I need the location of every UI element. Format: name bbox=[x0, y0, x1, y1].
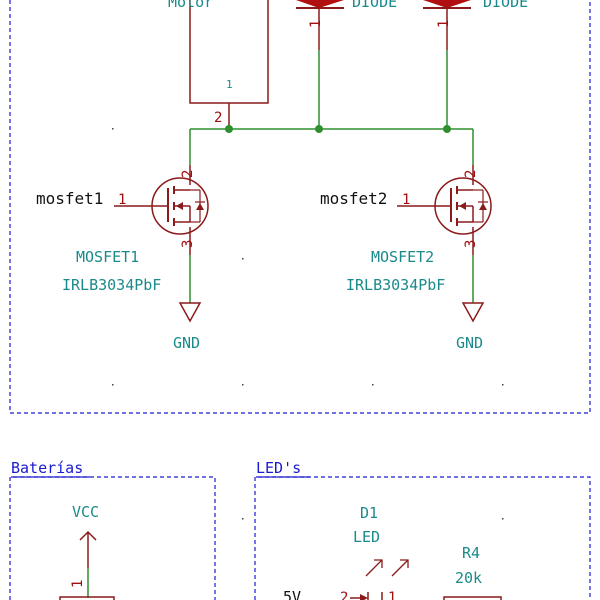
junction-motor bbox=[225, 125, 233, 133]
baterias-frame: Baterías bbox=[9, 459, 216, 600]
mosfet-2-reference: MOSFET2 bbox=[371, 248, 434, 266]
junctions bbox=[225, 125, 451, 133]
grid-dot bbox=[242, 258, 244, 260]
mosfet-1-gnd-label: GND bbox=[173, 334, 200, 352]
grid-dot bbox=[112, 128, 114, 130]
vcc-power-symbol[interactable]: VCC 1 bbox=[59, 503, 115, 600]
mosfet-1-gnd-symbol bbox=[178, 302, 202, 323]
diode-1[interactable]: 1 DIODE bbox=[296, 0, 397, 50]
mosfet-2-arrow bbox=[459, 202, 466, 210]
resistor-r4-reference: R4 bbox=[462, 544, 480, 562]
vcc-label: VCC bbox=[72, 503, 99, 521]
grid-dot bbox=[242, 384, 244, 386]
mosfet-1-value: IRLB3034PbF bbox=[62, 276, 161, 294]
led-d1-pin-1-number: 1 bbox=[388, 590, 396, 600]
junction-diode2 bbox=[443, 125, 451, 133]
grid-dot bbox=[112, 384, 114, 386]
led-d1-value: LED bbox=[353, 528, 380, 546]
mosfet-1-drain-pin-number: 2 bbox=[180, 170, 196, 178]
mosfet-2-value: IRLB3034PbF bbox=[346, 276, 445, 294]
led-d1-ray-2 bbox=[391, 559, 409, 577]
grid-dots bbox=[112, 128, 504, 520]
led-d1-pin-2-number: 2 bbox=[340, 590, 348, 600]
leds-title: LED's bbox=[256, 459, 301, 477]
diode-1-body bbox=[296, 0, 344, 8]
mosfet-1-net-label: mosfet1 bbox=[36, 189, 103, 208]
diode-2-value: DIODE bbox=[483, 0, 528, 11]
mosfet-1-gate-pin-number: 1 bbox=[118, 192, 126, 208]
battery-pin-number: 1 bbox=[70, 580, 86, 588]
baterias-title: Baterías bbox=[11, 459, 83, 477]
mosfet-1-arrow bbox=[176, 202, 183, 210]
resistor-r4-value: 20k bbox=[455, 569, 482, 587]
junction-diode1 bbox=[315, 125, 323, 133]
resistor-r4[interactable]: R4 20k bbox=[443, 544, 502, 600]
mosfet-2-gnd-symbol bbox=[461, 302, 485, 323]
wires bbox=[189, 50, 474, 303]
resistor-r4-body bbox=[443, 596, 502, 600]
motor-pin-2-number: 2 bbox=[214, 110, 222, 126]
motor-pin-1-number: 1 bbox=[226, 78, 233, 91]
mosfet-1-source-pin-number: 3 bbox=[180, 240, 196, 248]
grid-dot bbox=[502, 384, 504, 386]
mosfet-1-reference: MOSFET1 bbox=[76, 248, 139, 266]
mosfet-2-source-pin-number: 3 bbox=[463, 240, 479, 248]
diode-2[interactable]: 1 DIODE bbox=[423, 0, 528, 50]
grid-dot bbox=[502, 518, 504, 520]
mosfet-2-gate-pin-number: 1 bbox=[402, 192, 410, 208]
battery-body bbox=[59, 596, 115, 600]
mosfet-2[interactable]: mosfet2 1 2 3 MOSFET2 IRLB3034PbF GND bbox=[320, 165, 492, 352]
led-d1[interactable]: D1 LED 5V 2 1 bbox=[283, 504, 409, 600]
diode-2-body bbox=[423, 0, 471, 8]
mosfet-2-gnd-label: GND bbox=[456, 334, 483, 352]
mosfet-1-diode-arrow bbox=[196, 203, 204, 210]
diode-1-value: DIODE bbox=[352, 0, 397, 11]
vcc-arrow bbox=[79, 530, 97, 541]
diode-2-pin-number: 1 bbox=[436, 20, 452, 28]
mosfet-2-diode-arrow bbox=[479, 203, 487, 210]
grid-dot bbox=[242, 518, 244, 520]
motor-connector[interactable]: Motor 1 2 bbox=[168, 0, 269, 129]
led-d1-body bbox=[360, 594, 368, 600]
led-d1-reference: D1 bbox=[360, 504, 378, 522]
mosfet-2-net-label: mosfet2 bbox=[320, 189, 387, 208]
mosfet-1[interactable]: mosfet1 1 2 3 MOSFET1 IRLB3034PbF GND bbox=[36, 165, 209, 352]
led-d1-ray-1-head bbox=[374, 559, 383, 568]
top-frame bbox=[9, 0, 591, 414]
leds-frame: LED's bbox=[254, 459, 591, 600]
led-d1-ray-2-head bbox=[400, 559, 409, 568]
led-5v-net-label: 5V bbox=[283, 588, 301, 600]
mosfet-2-drain-pin-number: 2 bbox=[463, 170, 479, 178]
motor-label: Motor bbox=[168, 0, 213, 11]
led-d1-ray-1 bbox=[365, 559, 383, 577]
diode-1-pin-number: 1 bbox=[308, 20, 324, 28]
grid-dot bbox=[372, 384, 374, 386]
